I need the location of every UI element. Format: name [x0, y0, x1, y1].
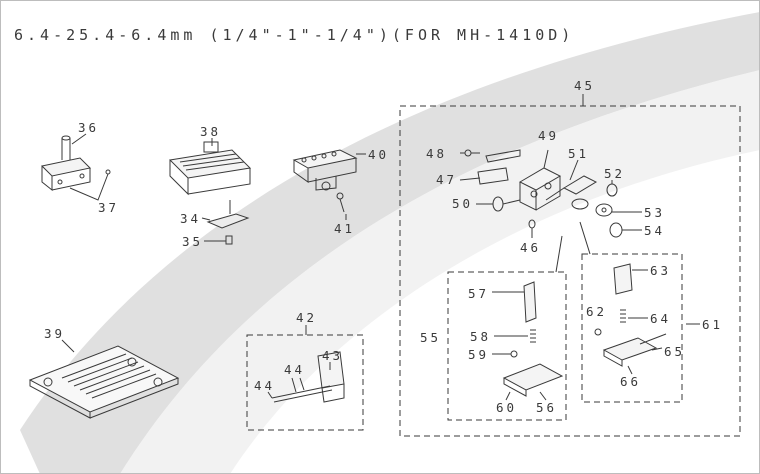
callout-38: 38 [200, 124, 222, 139]
leader-36 [71, 133, 87, 145]
part-57-drawing [523, 281, 537, 323]
callout-47: 47 [436, 172, 458, 187]
callout-55: 55 [420, 330, 442, 345]
callout-50: 50 [452, 196, 474, 211]
callout-62: 62 [586, 304, 608, 319]
callout-34: 34 [180, 211, 202, 226]
group-45-box [399, 105, 741, 437]
leader-60 [505, 391, 511, 401]
callout-46: 46 [520, 240, 542, 255]
part-34-drawing [206, 200, 250, 229]
background-swoosh [20, 12, 760, 474]
leader-55-box [555, 235, 563, 273]
callout-40: 40 [368, 147, 390, 162]
part-39-drawing [28, 345, 180, 419]
callout-35: 35 [182, 234, 204, 249]
diagram-title: 6.4-25.4-6.4mm (1/4"-1"-1/4")(FOR MH-141… [14, 26, 575, 44]
leader-49 [543, 149, 549, 169]
callout-64: 64 [650, 311, 672, 326]
part-66-drawing [602, 333, 667, 367]
leader-56 [539, 391, 547, 401]
part-54-drawing [609, 222, 623, 238]
callout-66: 66 [620, 374, 642, 389]
callout-49: 49 [538, 128, 560, 143]
background-swoosh-shade [120, 70, 760, 474]
part-62-drawing [594, 328, 602, 336]
part-51-drawing [545, 175, 598, 210]
callout-41: 41 [334, 221, 356, 236]
part-56-drawing [502, 363, 564, 397]
group-42-box [246, 334, 364, 431]
part-43-drawing [271, 351, 345, 403]
group-55-box [447, 271, 567, 421]
leader-34 [201, 217, 211, 221]
leader-44b [291, 377, 305, 393]
callout-48: 48 [426, 146, 448, 161]
part-40-drawing [292, 149, 358, 191]
group-61-box [581, 253, 683, 403]
leader-37 [69, 173, 109, 201]
callout-51: 51 [568, 146, 590, 161]
callout-44-left: 44 [254, 378, 276, 393]
part-47-drawing [477, 149, 521, 185]
part-35-drawing [225, 235, 233, 245]
part-49-drawing [518, 167, 562, 211]
callout-56: 56 [536, 400, 558, 415]
part-38-drawing [168, 141, 252, 196]
leader-47 [459, 177, 481, 181]
callout-60: 60 [496, 400, 518, 415]
callout-63: 63 [650, 263, 672, 278]
leader-39 [61, 339, 75, 353]
callout-52: 52 [604, 166, 626, 181]
callout-58: 58 [470, 329, 492, 344]
leader-51 [569, 159, 579, 181]
callout-45: 45 [574, 78, 596, 93]
callout-42: 42 [296, 310, 318, 325]
leader-44a [267, 391, 273, 399]
leader-66 [627, 365, 633, 375]
part-36-drawing [40, 135, 92, 192]
callout-39: 39 [44, 326, 66, 341]
leader-65 [651, 347, 663, 351]
callout-65: 65 [664, 344, 686, 359]
part-63-drawing [613, 263, 633, 295]
part-58-drawing [530, 329, 536, 343]
leader-61-box [579, 221, 591, 255]
callout-36: 36 [78, 120, 100, 135]
callout-54: 54 [644, 223, 666, 238]
part-64-drawing [620, 309, 626, 323]
part-59-drawing [510, 350, 518, 358]
callout-37: 37 [98, 200, 120, 215]
callout-57: 57 [468, 286, 490, 301]
callout-59: 59 [468, 347, 490, 362]
callout-53: 53 [644, 205, 666, 220]
part-41-drawing [336, 192, 345, 213]
callout-43: 43 [322, 348, 344, 363]
part-53-drawing [595, 203, 613, 217]
callout-61: 61 [702, 317, 724, 332]
callout-44-right: 44 [284, 362, 306, 377]
